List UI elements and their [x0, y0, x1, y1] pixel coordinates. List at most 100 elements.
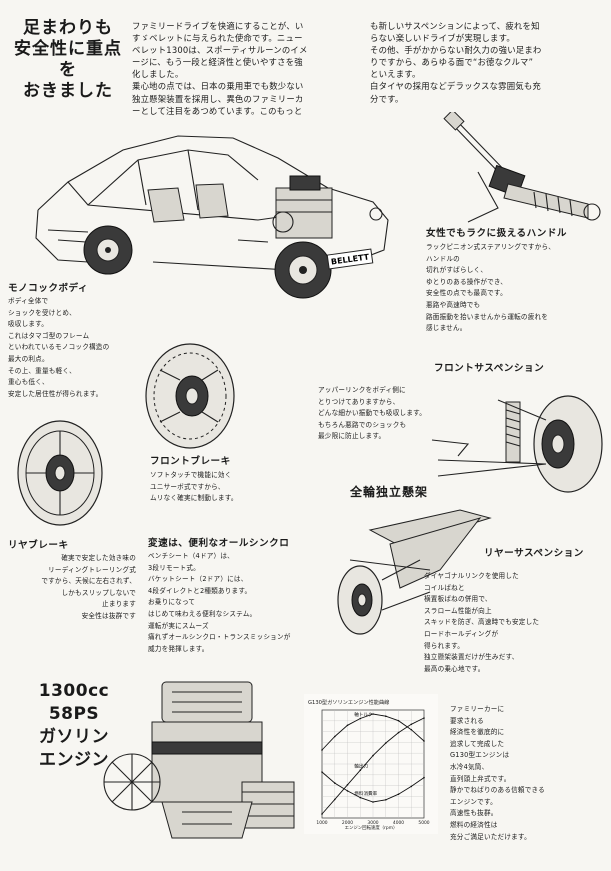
steering-line: ラックピニオン式ステアリングですから、: [426, 243, 556, 251]
rear-suspension-illustration: [337, 509, 492, 635]
chart-x-tick-label: 4000: [393, 820, 404, 826]
engine-line: 直列頭上弁式です。: [450, 774, 511, 783]
chart-x-label: エンジン回転速度（rpm）: [345, 824, 398, 831]
transmission-line: 3段リモート式。: [148, 563, 200, 572]
rear-brake-line: リーディングトレーリング式: [48, 565, 136, 574]
intro-column-1: ファミリードライブを快適にすることが、い すゞベレットに与えられた使命です。ニュ…: [132, 20, 364, 117]
chart-data-point: [385, 799, 387, 801]
monocoque-text: ボディ全体で ショックを受けとめ、 吸収します。 これはタマゴ型のフレーム とい…: [8, 296, 198, 400]
front-brake-illustration: [145, 343, 235, 449]
chart-data-point: [423, 776, 425, 779]
front-suspension-section: フロントサスペンション アッパーリンクをボディ側に とりつけてありますから、 ど…: [318, 363, 558, 443]
rear-suspension-title: リヤーサスペンション: [484, 548, 584, 559]
chart-data-point: [334, 782, 336, 784]
rear-suspension-line: 独立懸架装置だけが生みだす、: [424, 653, 519, 662]
chart-data-point: [334, 798, 336, 801]
independent-suspension-label: 全輪独立懸架: [350, 485, 429, 499]
engine-line: 要求される: [450, 716, 484, 725]
chart-data-point: [385, 715, 387, 717]
front-brake-line: ソフトタッチで機能に効く: [150, 471, 232, 479]
steering-section: 女性でもラクに扱えるハンドル ラックピニオン式ステアリングですから、 ハンドルの…: [426, 228, 608, 335]
engine-line: G130型エンジンは: [450, 751, 510, 760]
steering-line: 路面振動を拾いませんから運転の疲れを: [426, 312, 549, 321]
rear-brake-line: 確実で安定した効き味の: [61, 554, 136, 562]
front-suspension-line: 最少限に防止します。: [318, 432, 386, 441]
headline-line-1: 足まわりも: [23, 18, 113, 38]
transmission-line: お乗りになって: [148, 598, 196, 607]
chart-x-tick-label: 5000: [418, 820, 429, 826]
steering-line: 感じません。: [426, 324, 467, 333]
monocoque-line: これはタマゴ型のフレーム: [8, 331, 90, 340]
chart-data-point: [410, 728, 413, 731]
chart-data-point: [346, 724, 349, 727]
rear-suspension-line: 横置板ばねの併用で、: [424, 595, 492, 604]
engine-line: ファミリーカーに: [450, 705, 505, 713]
chart-data-point: [346, 784, 349, 786]
car-cutaway-illustration: BELLETT: [35, 135, 389, 299]
transmission-line: ベンチシート（4ドア）は、: [148, 552, 234, 560]
chart-data-point: [372, 801, 374, 803]
rear-suspension-line: 得られます。: [424, 641, 465, 650]
chart-data-point: [410, 723, 413, 726]
steering-line: 安全性の点でも最高です。: [426, 289, 507, 298]
monocoque-line: 安定した居住性が得られます。: [8, 389, 103, 398]
chart-series-label: 軸出力: [354, 763, 368, 770]
front-brake-section: フロントブレーキ ソフトタッチで機能に効く ユニサーボ式ですから、 ムリなく確実…: [150, 456, 300, 505]
headline-line-3: おきました: [23, 81, 113, 101]
rear-suspension-text: ダイヤゴナルリンクを使用した コイルばねと 横置板ばねの併用で、 スラローム性能…: [424, 571, 609, 675]
engine-line: 燃料の経済性は: [450, 820, 498, 829]
rear-suspension-line: ロードホールディングが: [424, 629, 499, 638]
monocoque-line: ボディ全体で: [8, 297, 49, 305]
engine-line: 静かでねばりのある信頼できる: [450, 786, 545, 795]
monocoque-line: 吸収します。: [8, 320, 49, 329]
rear-suspension-line: スキッドを防ぎ、高速時でも安定した: [424, 618, 540, 627]
intro-line: ベレット1300は、スポーティサルーンのイメ: [132, 45, 308, 56]
transmission-text: ベンチシート（4ドア）は、 3段リモート式。 バケットシート（2ドア）には、 4…: [148, 551, 348, 655]
engine-line: 経済性を徹底的に: [450, 728, 505, 737]
chart-x-tick-label: 2000: [342, 820, 353, 826]
steering-line: ゆとりのある操作ができ、: [426, 277, 508, 286]
chart-data-point: [410, 785, 413, 788]
chart-data-point: [385, 742, 387, 744]
chart-data-point: [321, 749, 323, 751]
rear-suspension-line: ダイヤゴナルリンクを使用した: [424, 572, 519, 580]
transmission-line: はじめて味わえる便利なシステム。: [148, 609, 257, 618]
intro-line: ーとして注目をあつめています。このもっと: [132, 105, 303, 116]
rear-suspension-line: コイルばねと: [424, 583, 465, 592]
front-suspension-line: どんな細かい振動でも吸収します。: [318, 409, 427, 418]
chart-data-point: [334, 735, 336, 738]
steering-illustration: [443, 112, 601, 223]
intro-line: 白タイヤの採用などデラックスな雰囲気も充: [370, 81, 541, 92]
intro-line: 分です。: [370, 93, 404, 104]
transmission-title: 変速は、便利なオールシンクロ: [148, 538, 290, 549]
rear-suspension-section: リヤーサスペンション: [424, 548, 609, 560]
steering-text: ラックピニオン式ステアリングですから、 ハンドルの 切れがすばらしく、 ゆとりの…: [426, 242, 608, 335]
front-suspension-line: とりつけてありますから、: [318, 397, 400, 406]
engine-text: ファミリーカーに 要求される 経済性を徹底的に 追求して完成した G130型エン…: [450, 704, 608, 843]
rear-brake-illustration: [17, 420, 103, 526]
steering-line: ハンドルの: [426, 254, 460, 263]
intro-line: 独立懸架装置を採用し、異色のファミリーカ: [132, 93, 304, 104]
front-brake-line: ユニサーボ式ですから、: [150, 482, 225, 491]
rear-suspension-line: 最高の乗心地です。: [424, 664, 485, 673]
chart-data-point: [372, 754, 374, 757]
engine-line: 充分ご満足いただけます。: [450, 832, 531, 841]
chart-data-point: [397, 731, 400, 734]
intro-line: ファミリードライブを快適にすることが、い: [132, 21, 304, 31]
monocoque-line: ショックを受けとめ、: [8, 308, 76, 317]
chart-data-point: [423, 740, 425, 742]
front-brake-text: ソフトタッチで機能に効く ユニサーボ式ですから、 ムリなく確実に制動します。: [150, 470, 300, 505]
chart-data-point: [359, 717, 362, 720]
chart-data-point: [321, 771, 323, 773]
engine-headline-line: ガソリン: [39, 727, 109, 747]
engine-illustration: [103, 681, 295, 839]
intro-line: らない楽しいドライブが実現します。: [370, 33, 515, 44]
engine-line: 高速性も抜群。: [450, 809, 498, 818]
intro-line: その他、手がかからない耐久力の強い足まわ: [370, 45, 542, 56]
transmission-line: 痛れずオールシンクロ・トランスミッションが: [148, 633, 291, 642]
monocoque-line: 最大の利点。: [8, 354, 49, 363]
intro-line: も新しいサスペンションによって、疲れを知: [370, 21, 540, 31]
page-headline: 足まわりも 安全性に重点を おきました: [6, 18, 130, 102]
